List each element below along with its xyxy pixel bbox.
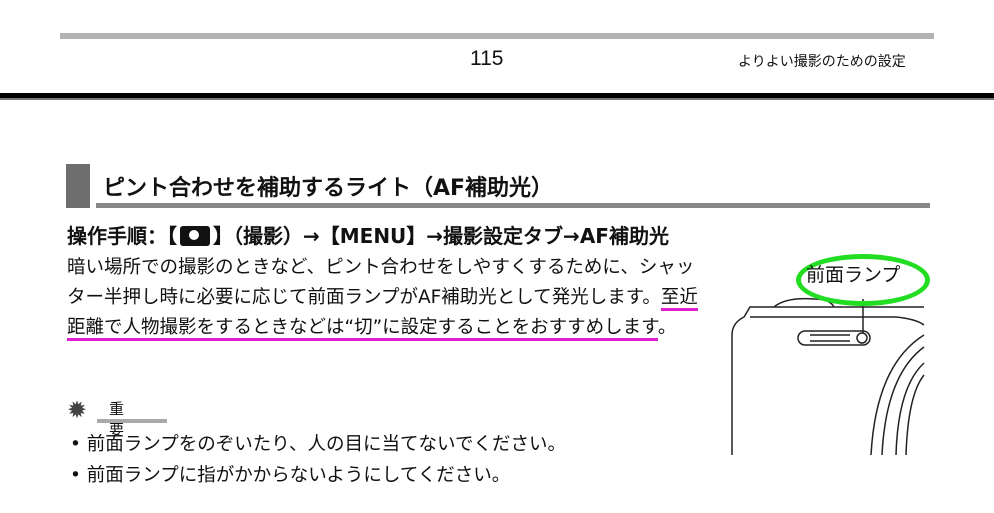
important-label: 重要 (109, 400, 125, 439)
camera-icon (180, 226, 210, 246)
important-underline (97, 419, 167, 423)
procedure-steps: 】（撮影）→【MENU】→撮影設定タブ→AF補助光 (213, 224, 669, 248)
heading-title: ピント合わせを補助するライト（AF補助光） (103, 176, 554, 201)
heading-gap (90, 164, 96, 208)
bullet-item: • 前面ランプをのぞいたり、人の目に当てないでください。 (70, 434, 566, 455)
body-highlighted: 至近距離で人物撮影をするときなどは“切”に設定することをおすすめします (67, 287, 698, 341)
burst-icon: ✹ (67, 396, 88, 424)
divider (0, 93, 994, 98)
page-number: 115 (470, 47, 504, 70)
heading-marker (66, 164, 90, 208)
camera-illustration (731, 297, 925, 455)
body-text: 暗い場所での撮影のときなど、ピント合わせをしやすくするために、シャッター半押し時… (67, 253, 707, 343)
front-lamp-label: 前面ランプ (806, 264, 901, 286)
bullet-text: 前面ランプに指がかからないようにしてください。 (86, 465, 511, 486)
bullet-text: 前面ランプをのぞいたり、人の目に当てないでください。 (86, 434, 566, 455)
procedure-prefix: 操作手順：【 (67, 224, 177, 248)
procedure-line: 操作手順：【 】（撮影）→【MENU】→撮影設定タブ→AF補助光 (67, 220, 669, 249)
section-title: よりよい撮影のための設定 (738, 54, 906, 70)
header-rule (60, 33, 934, 39)
bullet-item: • 前面ランプに指がかからないようにしてください。 (70, 465, 511, 486)
body-end: 。 (657, 317, 677, 338)
body-normal: 暗い場所での撮影のときなど、ピント合わせをしやすくするために、シャッター半押し時… (67, 257, 695, 308)
divider-shadow (0, 98, 994, 100)
highlight-ellipse (796, 254, 930, 306)
heading-underline (96, 203, 930, 208)
